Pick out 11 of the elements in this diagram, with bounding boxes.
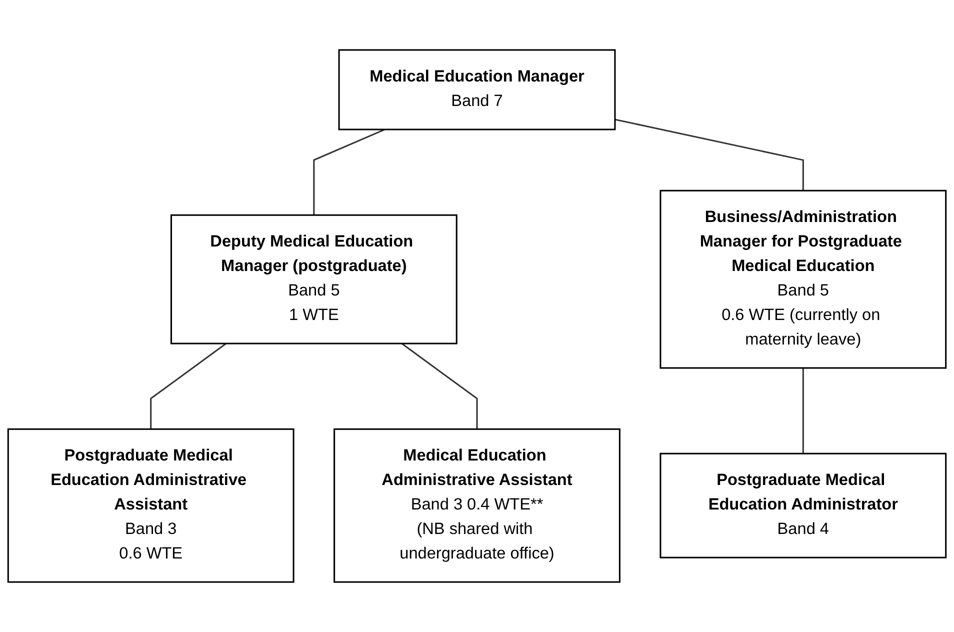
connector xyxy=(401,342,478,430)
connector xyxy=(614,118,804,191)
connector xyxy=(150,342,227,430)
node-box: Deputy Medical Education Manager (postgraduate) Band 5 1 WTE xyxy=(170,214,458,344)
connector xyxy=(802,368,804,454)
node-box: Medical Education Administrative Assistant Band 3 0.4 WTE** (NB shared with undergraduate office) xyxy=(334,428,620,583)
node-box: Medical Education Manager Band 7 xyxy=(338,49,616,130)
node-box: Postgraduate Medical Education Administrative Assistant Band 3 0.6 WTE xyxy=(7,428,294,583)
node-box: Postgraduate Medical Education Administrator Band 4 xyxy=(660,452,947,558)
connector xyxy=(313,128,386,216)
node-box: Business/Administration Manager for Postgraduate Medical Education Band 5 0.6 WTE (currently on maternity leave) xyxy=(660,190,947,369)
